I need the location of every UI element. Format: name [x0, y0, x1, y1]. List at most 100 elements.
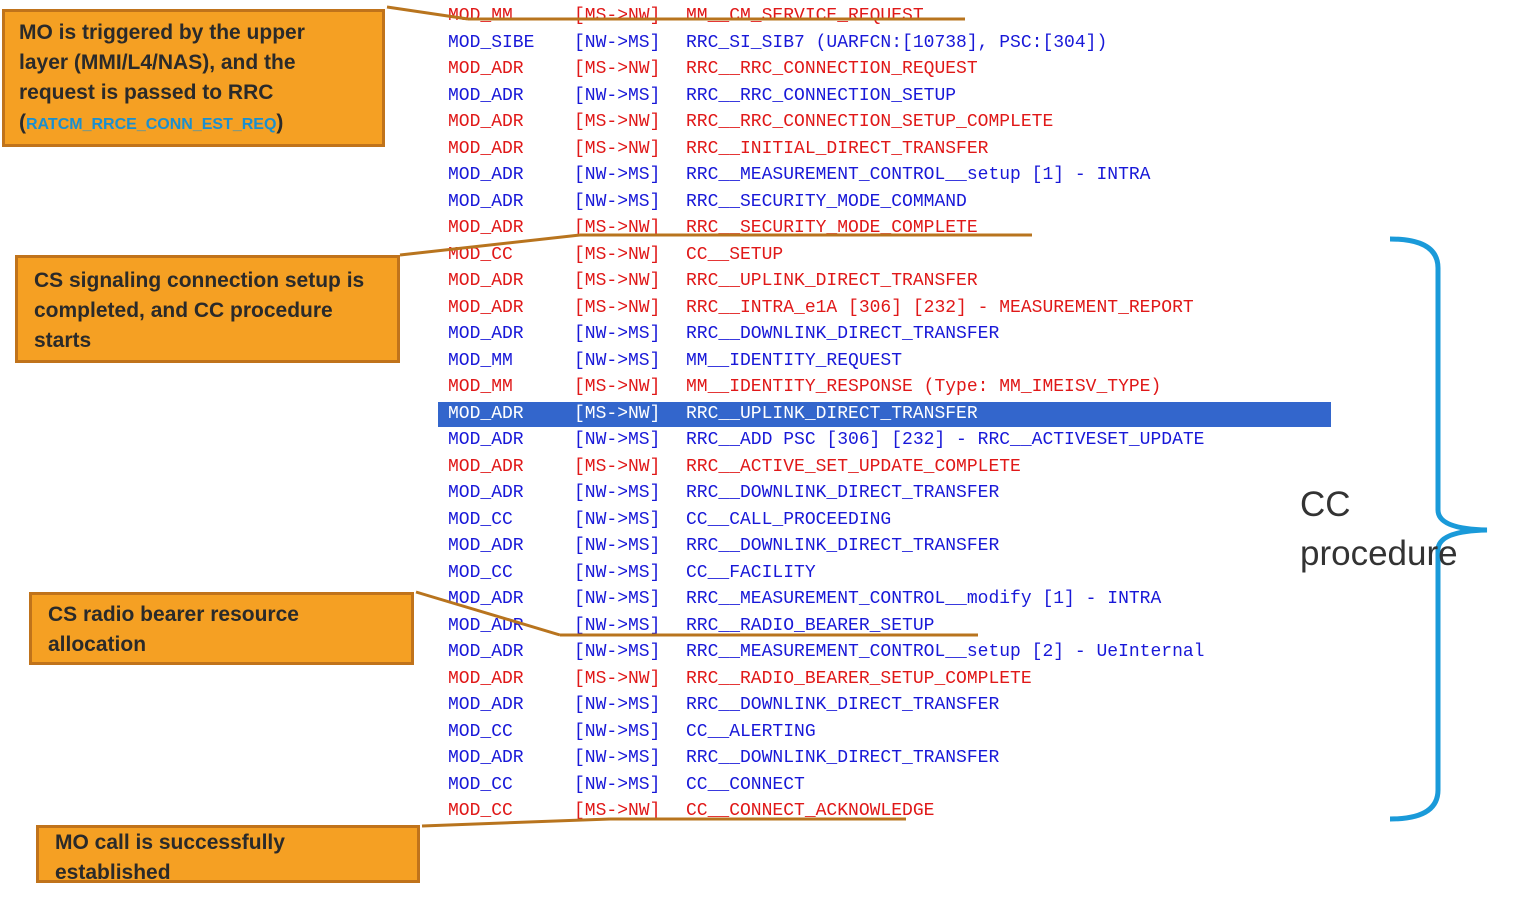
log-msg: RRC__RADIO_BEARER_SETUP_COMPLETE: [686, 668, 1032, 689]
log-row[interactable]: MOD_ADR[MS->NW]RRC__RADIO_BEARER_SETUP_C…: [448, 666, 1348, 693]
log-mod: MOD_ADR: [448, 695, 524, 715]
log-dir: [MS->NW]: [574, 403, 661, 424]
log-mod: MOD_SIBE: [448, 32, 535, 53]
log-dir: [MS->NW]: [574, 59, 661, 79]
log-dir: [NW->MS]: [574, 85, 661, 106]
cc-procedure-brace: [1389, 236, 1488, 822]
log-msg: RRC__DOWNLINK_DIRECT_TRANSFER: [686, 748, 1000, 768]
log-msg: CC__CONNECT_ACKNOWLEDGE: [686, 801, 935, 821]
connector-cs-signaling: [399, 233, 581, 257]
log-row[interactable]: MOD_CC[MS->NW]CC__SETUP: [448, 242, 1348, 269]
log-row[interactable]: MOD_ADR[NW->MS]RRC__MEASUREMENT_CONTROL_…: [448, 586, 1348, 613]
log-mod: MOD_CC: [448, 509, 513, 530]
callout-text: CS radio bearer resource: [48, 603, 299, 626]
log-dir: [NW->MS]: [574, 642, 661, 662]
log-row[interactable]: MOD_CC[NW->MS]CC__CALL_PROCEEDING: [448, 507, 1348, 534]
log-row[interactable]: MOD_ADR[NW->MS]RRC__DOWNLINK_DIRECT_TRAN…: [448, 480, 1348, 507]
log-row[interactable]: MOD_CC[MS->NW]CC__CONNECT_ACKNOWLEDGE: [448, 798, 1348, 825]
log-msg: RRC__DOWNLINK_DIRECT_TRANSFER: [686, 324, 1000, 344]
log-row[interactable]: MOD_MM[NW->MS]MM__IDENTITY_REQUEST: [448, 348, 1348, 375]
log-msg: RRC__RADIO_BEARER_SETUP: [686, 615, 935, 636]
log-dir: [MS->NW]: [574, 271, 661, 291]
log-msg: RRC__SECURITY_MODE_COMPLETE: [686, 218, 978, 238]
log-row[interactable]: MOD_ADR[NW->MS]RRC__MEASUREMENT_CONTROL_…: [448, 162, 1348, 189]
log-msg: RRC__DOWNLINK_DIRECT_TRANSFER: [686, 536, 1000, 556]
close-paren: ): [276, 111, 284, 134]
log-mod: MOD_ADR: [448, 297, 524, 318]
log-mod: MOD_MM: [448, 350, 513, 371]
log-mod: MOD_ADR: [448, 165, 524, 185]
log-dir: [NW->MS]: [574, 721, 661, 742]
log-mod: MOD_ADR: [448, 430, 524, 450]
log-row[interactable]: MOD_CC[NW->MS]CC__CONNECT: [448, 772, 1348, 799]
log-msg: RRC__RRC_CONNECTION_SETUP_COMPLETE: [686, 112, 1054, 132]
callout-text: request is passed to RRC: [19, 81, 274, 104]
log-dir: [NW->MS]: [574, 350, 661, 371]
callout-text: MO call is successfully: [55, 831, 285, 854]
log-row[interactable]: MOD_CC[NW->MS]CC__ALERTING: [448, 719, 1348, 746]
log-msg: CC__CONNECT: [686, 774, 805, 795]
log-row[interactable]: MOD_ADR[NW->MS]RRC__DOWNLINK_DIRECT_TRAN…: [448, 533, 1348, 560]
log-row[interactable]: MOD_ADR[NW->MS]RRC__RADIO_BEARER_SETUP: [448, 613, 1348, 640]
log-msg: RRC__UPLINK_DIRECT_TRANSFER: [686, 403, 978, 424]
callout-text: CS signaling connection setup is: [34, 269, 365, 292]
log-dir: [MS->NW]: [574, 377, 661, 397]
callout-text: MO is triggered by the upper: [19, 21, 305, 44]
log-dir: [MS->NW]: [574, 138, 661, 159]
log-row[interactable]: MOD_ADR[NW->MS]RRC__RRC_CONNECTION_SETUP: [448, 83, 1348, 110]
log-row[interactable]: MOD_ADR[MS->NW]RRC__INITIAL_DIRECT_TRANS…: [448, 136, 1348, 163]
log-row[interactable]: MOD_SIBE[NW->MS]RRC_SI_SIB7 (UARFCN:[107…: [448, 30, 1348, 57]
log-row[interactable]: MOD_ADR[NW->MS]RRC__DOWNLINK_DIRECT_TRAN…: [448, 745, 1348, 772]
log-mod: MOD_ADR: [448, 642, 524, 662]
log-dir: [NW->MS]: [574, 589, 661, 609]
log-dir: [MS->NW]: [574, 218, 661, 238]
connector-mo-trigger: [386, 5, 469, 21]
log-mod: MOD_ADR: [448, 668, 524, 689]
log-mod: MOD_ADR: [448, 138, 524, 159]
callout-ref-line: (RATCM_RRCE_CONN_EST_REQ): [19, 108, 382, 140]
log-mod: MOD_ADR: [448, 536, 524, 556]
log-dir: [MS->NW]: [574, 456, 661, 477]
callout-mo-established: MO call is successfully established: [36, 825, 420, 884]
log-row[interactable]: MOD_CC[NW->MS]CC__FACILITY: [448, 560, 1348, 587]
log-msg: CC__SETUP: [686, 244, 784, 265]
log-row[interactable]: MOD_ADR[MS->NW]RRC__RRC_CONNECTION_REQUE…: [448, 56, 1348, 83]
log-row[interactable]: MOD_ADR[NW->MS]RRC__MEASUREMENT_CONTROL_…: [448, 639, 1348, 666]
log-row[interactable]: MOD_ADR[MS->NW]RRC__RRC_CONNECTION_SETUP…: [448, 109, 1348, 136]
log-row[interactable]: MOD_ADR[MS->NW]RRC__INTRA_e1A [306] [232…: [448, 295, 1348, 322]
log-msg: RRC__RRC_CONNECTION_REQUEST: [686, 59, 978, 79]
log-dir: [NW->MS]: [574, 615, 661, 636]
log-row[interactable]: MOD_ADR[NW->MS]RRC__SECURITY_MODE_COMMAN…: [448, 189, 1348, 216]
log-row[interactable]: MOD_MM[MS->NW]MM__CM_SERVICE_REQUEST: [448, 3, 1348, 30]
log-mod: MOD_MM: [448, 377, 513, 397]
log-row[interactable]: MOD_ADR[NW->MS]RRC__ADD PSC [306] [232] …: [448, 427, 1348, 454]
log-mod: MOD_ADR: [448, 748, 524, 768]
cc-label-line: procedure: [1300, 534, 1458, 573]
log-dir: [NW->MS]: [574, 774, 661, 795]
log-mod: MOD_MM: [448, 6, 513, 26]
connector-rb-allocation: [415, 590, 561, 637]
log-msg: CC__FACILITY: [686, 562, 816, 583]
log-msg: MM__CM_SERVICE_REQUEST: [686, 6, 924, 26]
log-row[interactable]: MOD_ADR[NW->MS]RRC__DOWNLINK_DIRECT_TRAN…: [448, 692, 1348, 719]
log-mod: MOD_ADR: [448, 324, 524, 344]
log-msg: RRC_SI_SIB7 (UARFCN:[10738], PSC:[304]): [686, 32, 1108, 53]
log-msg: RRC__MEASUREMENT_CONTROL__modify [1] - I…: [686, 589, 1162, 609]
cc-label-line: CC: [1300, 485, 1351, 524]
log-row[interactable]: MOD_ADR[MS->NW]RRC__UPLINK_DIRECT_TRANSF…: [438, 401, 1348, 428]
log-msg: RRC__ADD PSC [306] [232] - RRC__ACTIVESE…: [686, 430, 1205, 450]
log-row[interactable]: MOD_ADR[MS->NW]RRC__SECURITY_MODE_COMPLE…: [448, 215, 1348, 242]
log-mod: MOD_ADR: [448, 456, 524, 477]
log-dir: [MS->NW]: [574, 244, 661, 265]
log-mod: MOD_ADR: [448, 112, 524, 132]
log-row[interactable]: MOD_ADR[NW->MS]RRC__DOWNLINK_DIRECT_TRAN…: [448, 321, 1348, 348]
callout-rb-allocation: CS radio bearer resource allocation: [29, 592, 414, 665]
log-row[interactable]: MOD_ADR[MS->NW]RRC__UPLINK_DIRECT_TRANSF…: [448, 268, 1348, 295]
log-row[interactable]: MOD_ADR[MS->NW]RRC__ACTIVE_SET_UPDATE_CO…: [448, 454, 1348, 481]
log-mod: MOD_CC: [448, 721, 513, 742]
log-msg: RRC__INTRA_e1A [306] [232] - MEASUREMENT…: [686, 297, 1194, 318]
log-row[interactable]: MOD_MM[MS->NW]MM__IDENTITY_RESPONSE (Typ…: [448, 374, 1348, 401]
log-dir: [NW->MS]: [574, 509, 661, 530]
